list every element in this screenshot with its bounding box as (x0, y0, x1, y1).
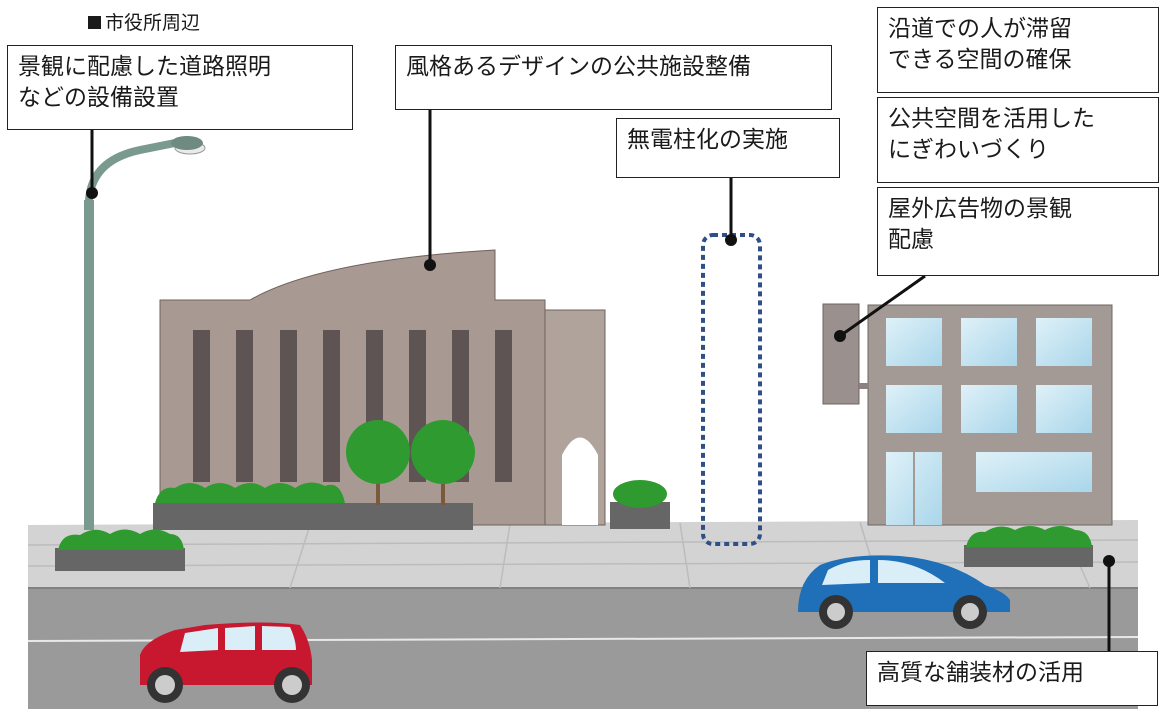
label-paving: 高質な舗装材の活用 (866, 651, 1158, 706)
outdoor-signboard (822, 303, 869, 405)
removed-utility-pole-outline (701, 233, 762, 546)
planter-left (55, 529, 185, 571)
red-car (140, 622, 312, 703)
callout-dots (86, 187, 1115, 567)
tree-left (346, 420, 410, 505)
label-street-lighting: 景観に配慮した道路照明 などの設備設置 (7, 45, 353, 130)
planter-city-hall (153, 482, 473, 530)
planter-small (610, 480, 670, 529)
section-title-text: 市役所周辺 (105, 12, 201, 34)
city-hall-building (159, 249, 606, 526)
tree-right (411, 420, 475, 505)
callout-pointers (90, 110, 1111, 651)
office-building (867, 304, 1113, 526)
square-bullet-icon (88, 16, 101, 29)
section-title: 市役所周辺 (88, 8, 200, 35)
label-public-facility: 風格あるデザインの公共施設整備 (395, 45, 832, 110)
label-undergrounding: 無電柱化の実施 (616, 118, 840, 178)
planter-right (964, 526, 1093, 567)
label-stay-space: 沿道での人が滞留 できる空間の確保 (877, 7, 1159, 93)
label-bustle: 公共空間を活用した にぎわいづくり (877, 97, 1159, 183)
label-outdoor-ads: 屋外広告物の景観 配慮 (877, 187, 1159, 276)
blue-car (798, 555, 1010, 629)
